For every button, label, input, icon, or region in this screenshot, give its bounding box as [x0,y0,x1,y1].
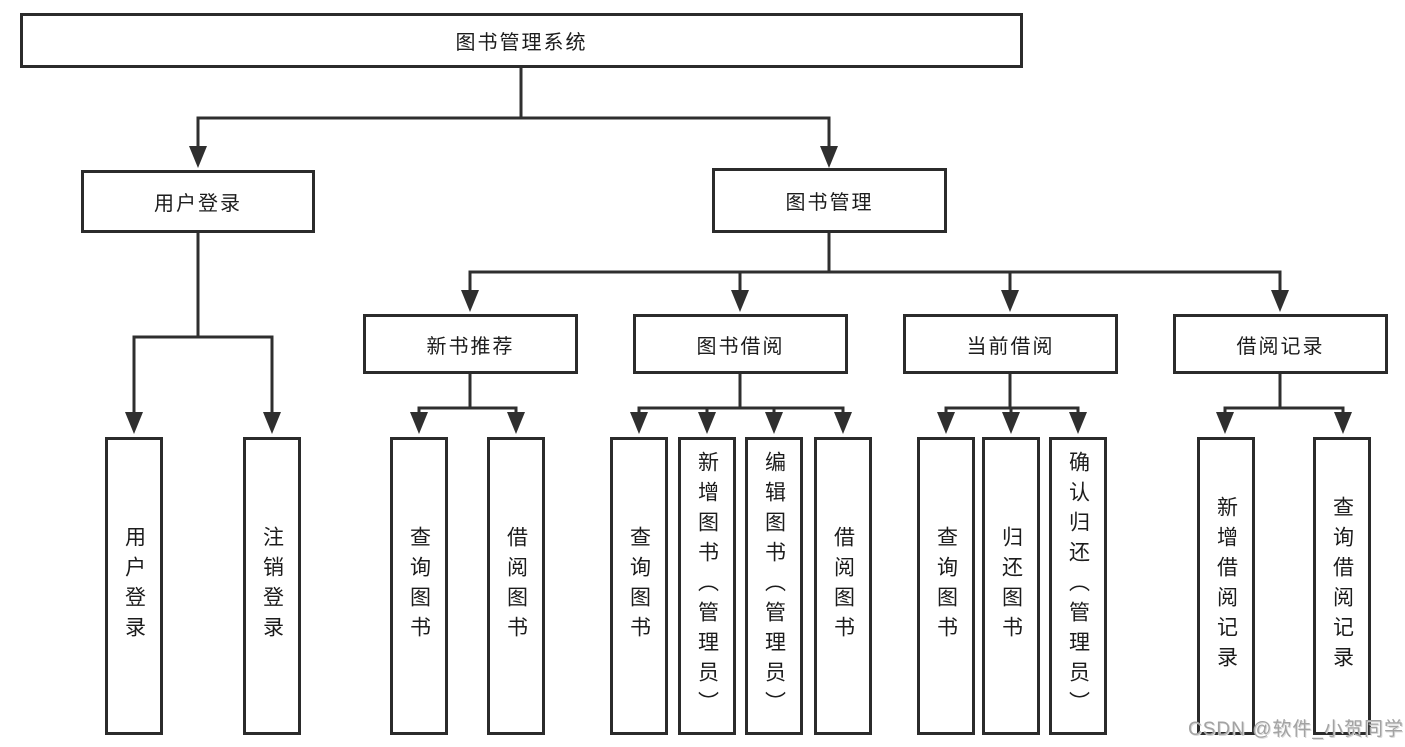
node-label: 查询借阅记录 [1330,496,1354,676]
node-label: 确认归还（管理员） [1066,451,1090,721]
arrow-down-icon [189,146,207,168]
node-borrowing-records: 借阅记录 [1173,314,1388,374]
leaf-current-confirm-return-admin: 确认归还（管理员） [1049,437,1107,735]
connector-root-to-level2 [196,66,831,154]
node-label: 查询图书 [627,526,651,646]
arrow-down-icon [1069,412,1087,434]
node-label: 查询图书 [407,526,431,646]
node-label: 查询图书 [934,526,958,646]
arrow-down-icon [1002,412,1020,434]
node-current-borrowing: 当前借阅 [903,314,1118,374]
connector-recommend-to-leaves [417,372,518,420]
node-label: 归还图书 [999,526,1023,646]
node-new-book-recommendation: 新书推荐 [363,314,578,374]
connector-bookmgmt-to-level3 [468,231,1282,297]
arrow-down-icon [820,146,838,168]
arrow-down-icon [263,412,281,434]
node-label: 编辑图书（管理员） [762,451,786,721]
arrow-down-icon [125,412,143,434]
leaf-borrowing-edit-books-admin: 编辑图书（管理员） [745,437,803,735]
node-label: 图书借阅 [696,335,785,358]
connector-records-to-leaves [1223,372,1345,420]
arrow-down-icon [461,290,479,312]
leaf-recommend-query-books: 查询图书 [390,437,448,735]
arrow-down-icon [834,412,852,434]
leaf-records-query-borrow-record: 查询借阅记录 [1313,437,1371,735]
node-book-borrowing: 图书借阅 [633,314,848,374]
node-label: 借阅图书 [504,526,528,646]
arrow-down-icon [765,412,783,434]
leaf-borrowing-add-books-admin: 新增图书（管理员） [678,437,736,735]
arrow-down-icon [507,412,525,434]
node-label: 当前借阅 [966,335,1055,358]
leaf-records-add-borrow-record: 新增借阅记录 [1197,437,1255,735]
leaf-borrowing-borrow-books: 借阅图书 [814,437,872,735]
leaf-logout: 注销登录 [243,437,301,735]
leaf-current-return-books: 归还图书 [982,437,1040,735]
node-label: 注销登录 [260,526,284,646]
arrowheads [125,146,1352,434]
arrow-down-icon [1216,412,1234,434]
leaf-recommend-borrow-books: 借阅图书 [487,437,545,735]
node-label: 用户登录 [154,193,242,215]
arrow-down-icon [410,412,428,434]
arrow-down-icon [1334,412,1352,434]
arrow-down-icon [937,412,955,434]
node-user-login: 用户登录 [81,170,315,233]
node-label: 图书管理系统 [455,32,588,54]
node-label: 新书推荐 [426,335,515,358]
connector-userlogin-to-leaves [132,231,274,420]
node-book-management: 图书管理 [712,168,947,233]
leaf-current-query-books: 查询图书 [917,437,975,735]
arrow-down-icon [731,290,749,312]
arrow-down-icon [1271,290,1289,312]
leaf-user-login: 用户登录 [105,437,163,735]
node-label: 图书管理 [785,192,874,214]
node-root-library-system: 图书管理系统 [20,13,1023,68]
arrow-down-icon [698,412,716,434]
connector-borrowing-to-leaves [637,372,845,420]
csdn-watermark: CSDN @软件_小贺同学 [1188,719,1404,740]
leaf-borrowing-query-books: 查询图书 [610,437,668,735]
node-label: 新增图书（管理员） [695,451,719,721]
node-label: 新增借阅记录 [1214,496,1238,676]
arrow-down-icon [630,412,648,434]
connector-current-to-leaves [944,372,1080,420]
node-label: 用户登录 [122,526,146,646]
node-label: 借阅记录 [1236,335,1325,358]
arrow-down-icon [1001,290,1019,312]
node-label: 借阅图书 [831,526,855,646]
